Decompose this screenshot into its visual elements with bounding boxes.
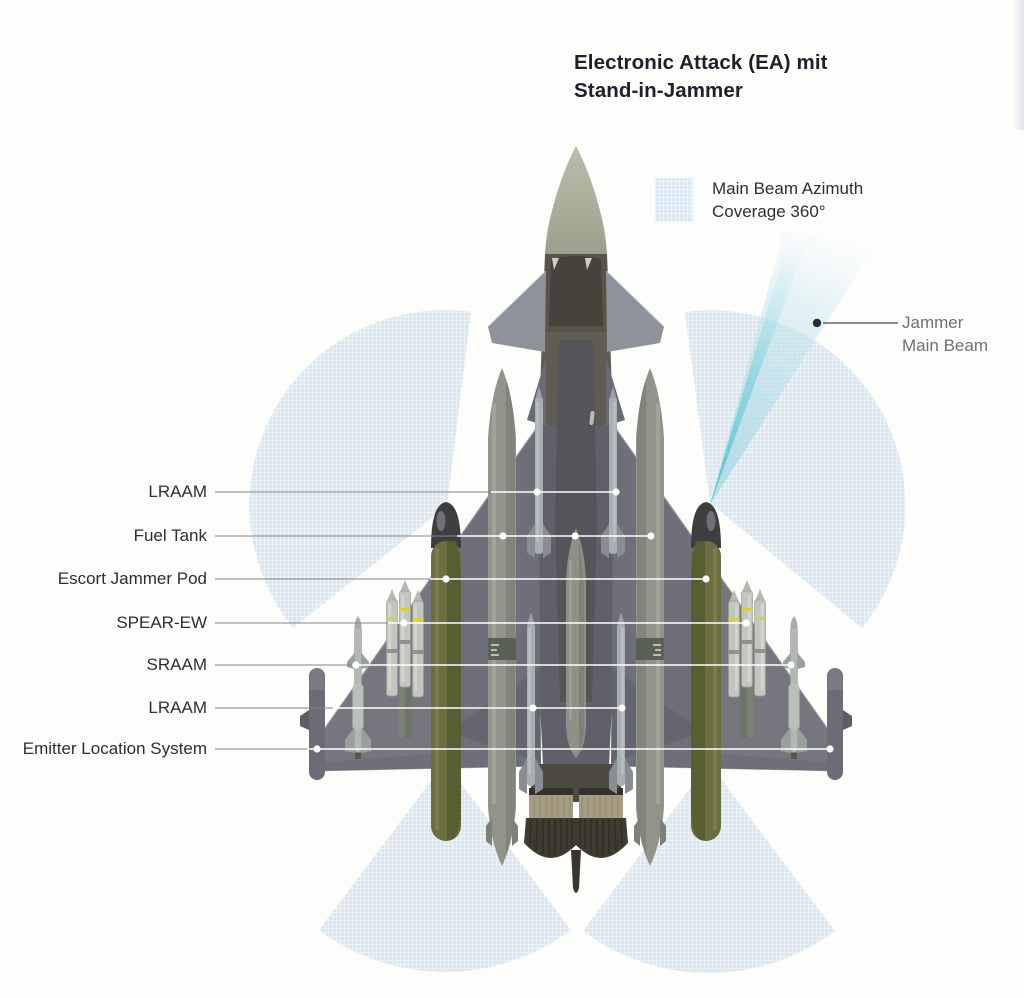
- lraam-missile-front-left: [527, 386, 551, 558]
- legend-line-2: Coverage 360°: [712, 202, 826, 221]
- escort-jammer-pod-left: [431, 502, 461, 841]
- leader-line-lraam-rear: [215, 704, 626, 712]
- beam-callout-line-2: Main Beam: [902, 336, 988, 355]
- fuel-tank-centerline: [566, 528, 586, 758]
- jammer-main-beam: [710, 230, 876, 505]
- engine-nozzle-left: [524, 788, 578, 858]
- wingtip-els-pod-left: [309, 668, 325, 780]
- title-line-1: Electronic Attack (EA) mit: [574, 51, 828, 74]
- callout-lraam-rear: LRAAM: [148, 698, 207, 717]
- beam-callout-label: Jammer Main Beam: [902, 311, 1024, 357]
- tail-boom: [571, 850, 581, 893]
- callout-escort-jammer-pod: Escort Jammer Pod: [57, 569, 207, 588]
- legend-line-1: Main Beam Azimuth: [712, 179, 864, 198]
- callout-lraam-front: LRAAM: [148, 482, 207, 501]
- coverage-fan-rear-left: [319, 762, 571, 972]
- spear-ew-cluster-left: [386, 580, 424, 738]
- coverage-fan-rear-right: [583, 763, 835, 974]
- beam-callout-line-1: Jammer: [902, 313, 964, 332]
- diagram-title: Electronic Attack (EA) mit Stand-in-Jamm…: [574, 49, 904, 105]
- leader-line-lraam-front: [215, 488, 620, 496]
- spine: [555, 340, 597, 702]
- callout-sraam: SRAAM: [146, 655, 207, 674]
- canopy: [549, 256, 603, 326]
- fuel-tank-underwing-left: [486, 368, 518, 866]
- coverage-sector-front-right: [685, 310, 906, 628]
- coverage-sector-front-left: [249, 310, 471, 628]
- title-line-2: Stand-in-Jammer: [574, 79, 743, 102]
- coverage-360-sectors: [249, 310, 906, 974]
- leader-line-escort-jammer-pod: [215, 575, 710, 583]
- leader-line-sraam: [215, 661, 795, 669]
- stores-left-half: [345, 368, 578, 866]
- callout-spear-ew: SPEAR-EW: [116, 613, 207, 632]
- aircraft-top-view: [300, 146, 853, 893]
- leader-line-emitter-location-system: [215, 745, 834, 753]
- leader-line-jammer-main-beam: [812, 318, 898, 328]
- coverage-legend-label: Main Beam Azimuth Coverage 360°: [712, 177, 942, 223]
- callout-fuel-tank: Fuel Tank: [133, 526, 207, 545]
- page-edge-shadow: [1012, 0, 1024, 130]
- coverage-legend-swatch: [655, 178, 693, 222]
- leader-line-fuel-tank: [215, 532, 655, 540]
- radome: [545, 146, 607, 254]
- callout-emitter-location-system: Emitter Location System: [22, 739, 207, 758]
- leader-line-spear-ew: [215, 619, 750, 627]
- leader-lines: [215, 318, 898, 753]
- canard-left: [488, 271, 546, 352]
